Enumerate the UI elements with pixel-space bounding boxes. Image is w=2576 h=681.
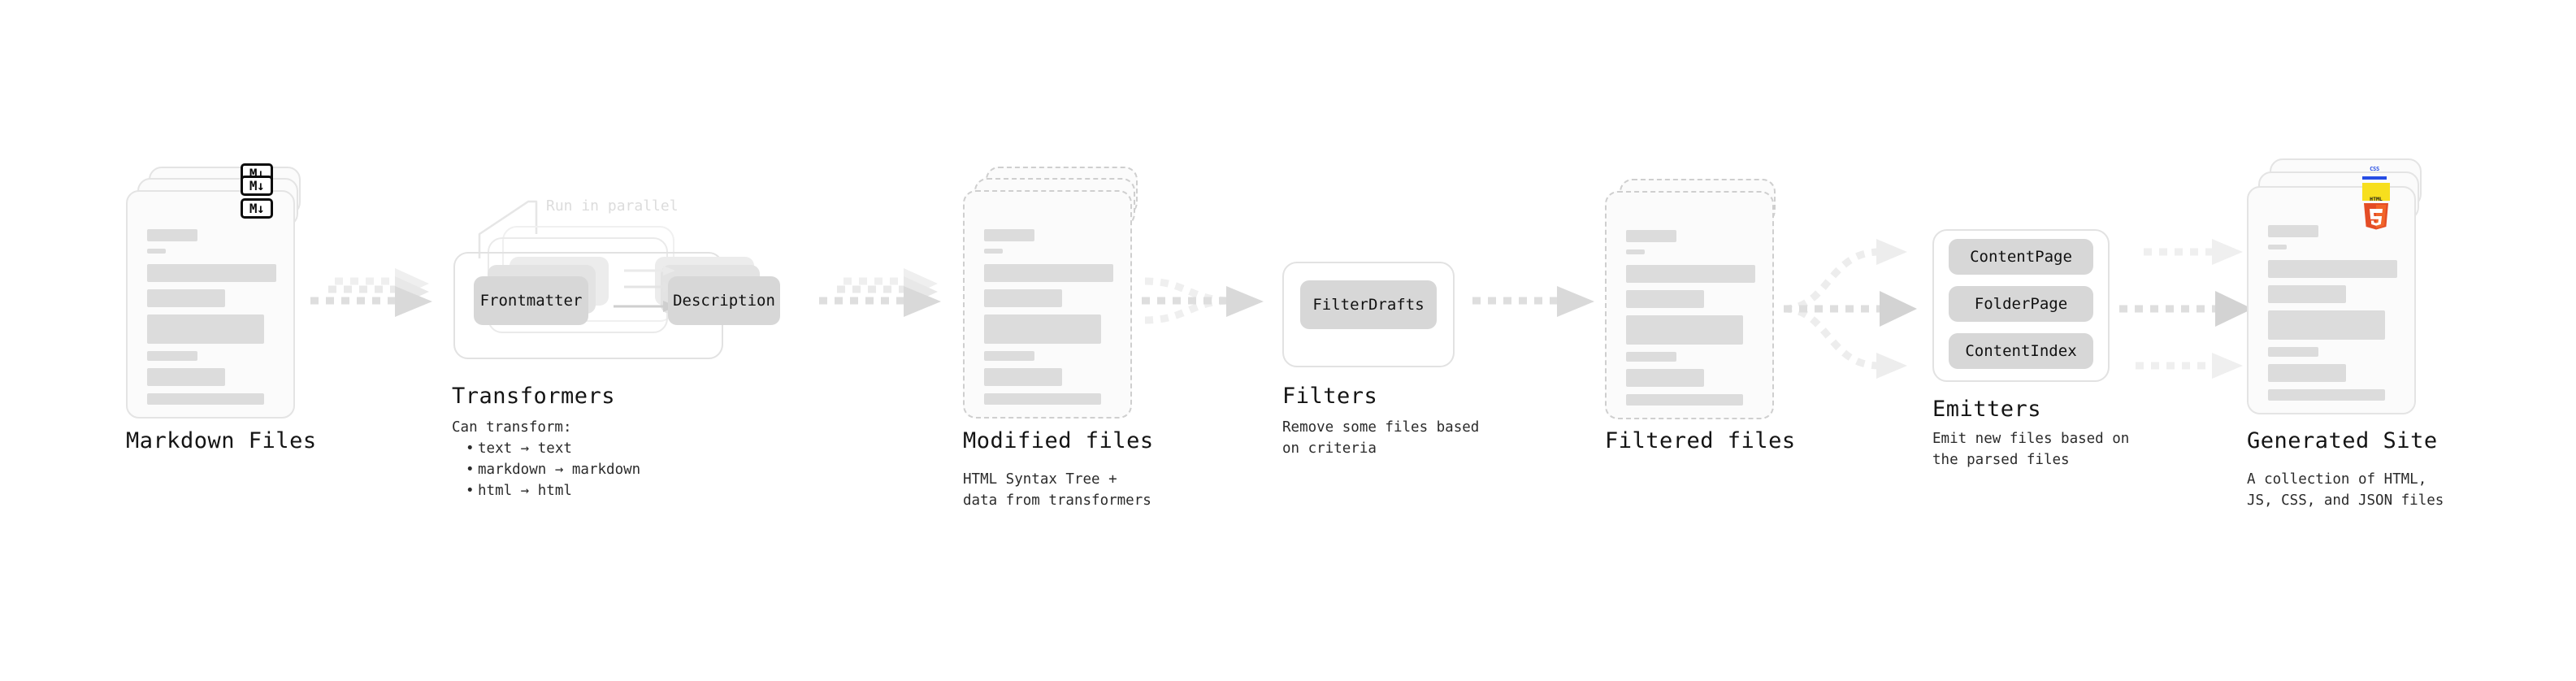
run-in-parallel-label: Run in parallel (546, 197, 679, 215)
skeleton-bar (984, 368, 1062, 386)
transformers-bullet: markdown → markdown (466, 460, 640, 481)
skeleton-bar (1626, 315, 1743, 345)
skeleton-bar (984, 229, 1034, 241)
filtered-files-stack (1605, 179, 1780, 423)
filters-chip-filterdrafts[interactable]: FilterDrafts (1300, 280, 1437, 329)
transformers-inner-arrows (614, 266, 677, 312)
filters-group-box (1282, 262, 1455, 367)
filtered-file-card-front (1605, 191, 1774, 419)
transformers-subtitle: Can transform: (452, 419, 572, 436)
transformers-bullet: text → text (466, 439, 640, 460)
transformers-chip-description[interactable]: Description (668, 276, 780, 325)
emitters-subtitle: Emit new files based on the parsed files (1932, 431, 2130, 468)
modified-file-card-front (963, 190, 1132, 419)
modified-file-skeleton (965, 192, 1130, 417)
skeleton-bar (147, 368, 225, 386)
skeleton-bar (1626, 352, 1676, 362)
markdown-file-card-front (126, 190, 295, 419)
skeleton-bar (984, 289, 1062, 307)
skeleton-bar (147, 314, 264, 344)
skeleton-bar (2268, 389, 2385, 401)
javascript-icon (2362, 183, 2390, 201)
connector-emitters-to-site (2119, 239, 2253, 379)
markdown-file-skeleton (128, 192, 293, 417)
emitters-chip-contentpage[interactable]: ContentPage (1949, 239, 2093, 275)
modified-files-stack (963, 167, 1138, 419)
filtered-files-title: Filtered files (1605, 428, 1796, 453)
skeleton-bar (2268, 347, 2318, 357)
skeleton-bar (984, 351, 1034, 361)
skeleton-bar (1626, 265, 1755, 283)
transformers-bullet: html → html (466, 481, 640, 502)
transformers-bullet-list: text → text markdown → markdown html → h… (463, 439, 640, 502)
skeleton-bar (984, 249, 1003, 254)
transformers-chip-frontmatter[interactable]: Frontmatter (474, 276, 588, 325)
generated-site-subtitle: A collection of HTML, JS, CSS, and JSON … (2247, 471, 2444, 509)
skeleton-bar (1626, 230, 1676, 242)
svg-text:HTML: HTML (2370, 196, 2383, 202)
skeleton-bar (147, 264, 276, 282)
filtered-file-skeleton (1607, 193, 1772, 418)
skeleton-bar (2268, 260, 2397, 278)
connector-transformers-to-modified (819, 268, 941, 317)
connector-markdown-to-transformers (310, 268, 432, 317)
css3-icon-bar (2362, 176, 2387, 180)
skeleton-bar (147, 249, 166, 254)
css3-icon: CSS (2362, 166, 2387, 180)
emitters-title: Emitters (1932, 397, 2042, 422)
skeleton-bar (2268, 245, 2287, 249)
generated-site-stack: CSS HTML (2247, 158, 2422, 419)
skeleton-bar (147, 351, 197, 361)
skeleton-bar (2268, 285, 2346, 303)
skeleton-bar (984, 393, 1101, 405)
emitters-group-box (1932, 229, 2110, 382)
generated-site-card-front (2247, 186, 2416, 414)
skeleton-bar (2268, 364, 2346, 382)
markdown-icon: M↓ (241, 198, 273, 219)
markdown-icon-back-1: M↓ (241, 176, 273, 196)
modified-files-title: Modified files (963, 428, 1154, 453)
connector-filters-to-filtered (1472, 286, 1594, 317)
modified-files-subtitle: HTML Syntax Tree + data from transformer… (963, 471, 1151, 509)
filters-title: Filters (1282, 384, 1378, 409)
skeleton-bar (1626, 394, 1743, 406)
transformers-title: Transformers (452, 384, 616, 409)
skeleton-bar (147, 393, 264, 405)
markdown-files-title: Markdown Files (126, 428, 317, 453)
skeleton-bar (1626, 290, 1704, 308)
connector-modified-to-filters (1142, 277, 1264, 324)
filters-subtitle: Remove some files based on criteria (1282, 419, 1480, 457)
emitters-chip-contentindex[interactable]: ContentIndex (1949, 333, 2093, 369)
generated-site-skeleton (2249, 188, 2414, 413)
skeleton-bar (984, 314, 1101, 344)
emitters-chip-folderpage[interactable]: FolderPage (1949, 286, 2093, 322)
markdown-files-stack: M↓ M↓ M↓ (126, 163, 301, 419)
skeleton-bar (1626, 249, 1645, 254)
skeleton-bar (1626, 369, 1704, 387)
skeleton-bar (2268, 225, 2318, 237)
skeleton-bar (984, 264, 1113, 282)
skeleton-bar (147, 229, 197, 241)
skeleton-bar (2268, 310, 2385, 340)
run-in-parallel-bracket (478, 200, 538, 258)
connector-filtered-to-emitters (1783, 239, 1917, 379)
generated-site-title: Generated Site (2247, 428, 2438, 453)
html5-icon: HTML (2361, 194, 2392, 230)
css3-icon-label: CSS (2370, 166, 2379, 172)
skeleton-bar (147, 289, 225, 307)
